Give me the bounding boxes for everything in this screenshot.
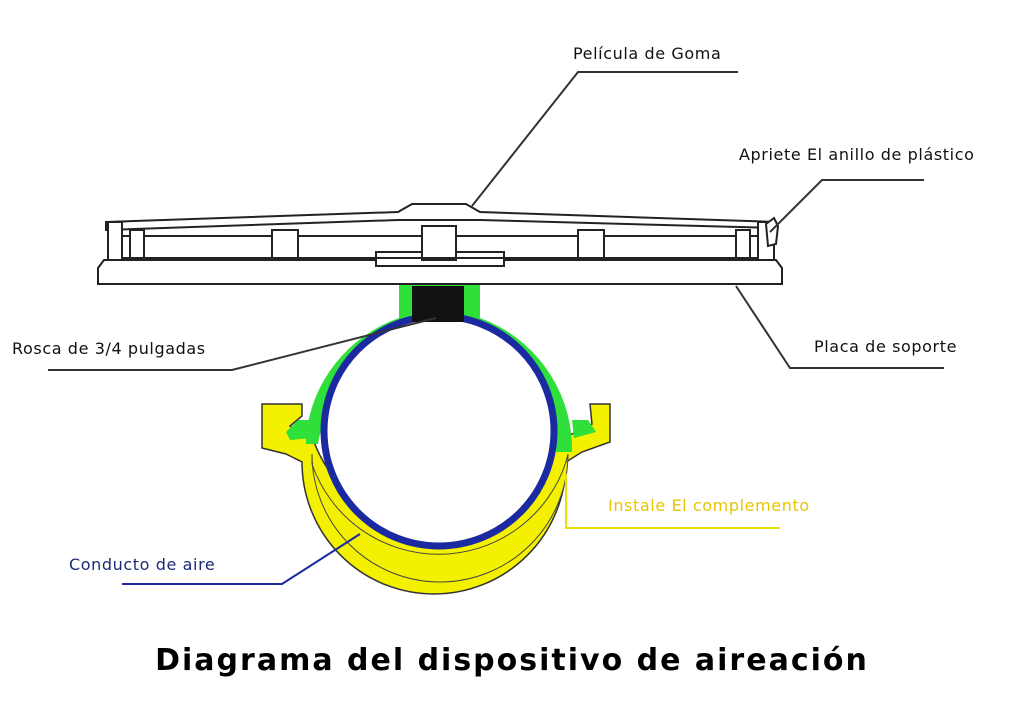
thread-block — [412, 286, 464, 322]
saddle-right-hook — [572, 420, 596, 438]
clamp-ring-right — [764, 216, 780, 248]
label-rubber-membrane: Película de Goma — [573, 44, 722, 63]
leader-thread — [48, 317, 437, 371]
leader-air-pipe — [122, 533, 361, 585]
diagram-title: Diagrama del dispositivo de aireación — [155, 643, 869, 678]
air-pipe — [320, 312, 558, 550]
label-thread: Rosca de 3/4 pulgadas — [12, 339, 206, 358]
leader-clamp-ring — [769, 179, 924, 233]
label-support-plate: Placa de soporte — [814, 337, 958, 356]
saddle-left-hook — [286, 420, 312, 440]
fitting-lower-rim — [311, 453, 569, 583]
leader-fitting — [565, 474, 780, 529]
leader-membrane — [471, 71, 738, 207]
support-plate — [97, 259, 783, 285]
membrane-ribs — [107, 221, 775, 261]
label-clamp-ring: Apriete El anillo de plástico — [739, 145, 975, 164]
leader-support-plate — [735, 285, 944, 369]
label-air-pipe: Conducto de aire — [69, 555, 216, 574]
label-fitting: Instale El complemento — [608, 496, 810, 515]
